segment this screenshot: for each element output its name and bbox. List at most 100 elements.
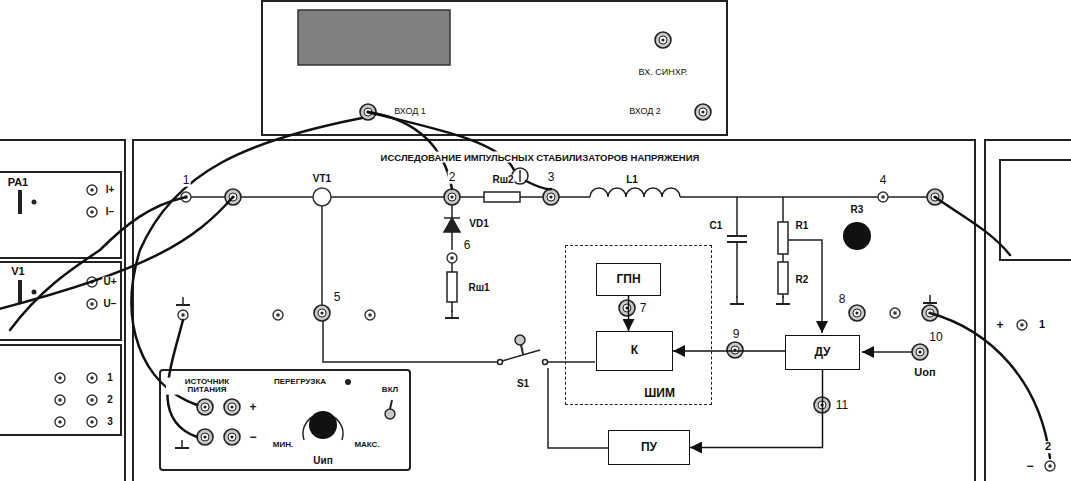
polarity-sign: + <box>248 401 257 414</box>
panel-jacks <box>55 185 97 427</box>
switch-symbol <box>498 360 503 365</box>
capacitor-symbol <box>727 241 747 243</box>
generator-box: ГПН <box>596 263 661 296</box>
part-name: Rш1 <box>467 283 490 294</box>
meter-name: V1 <box>10 266 25 278</box>
power-wires <box>321 206 323 306</box>
transistor-symbol <box>313 188 331 206</box>
oscilloscope <box>298 10 450 65</box>
terminals <box>314 305 330 321</box>
grounds <box>923 295 937 303</box>
part-name: L1 <box>625 175 639 186</box>
part-name: S1 <box>516 379 530 390</box>
resistor-symbol <box>447 272 457 302</box>
left-panels <box>0 172 121 258</box>
cables <box>930 313 1050 458</box>
power-source <box>197 399 213 415</box>
switch-symbol <box>543 360 548 365</box>
panel-jacks <box>87 417 97 427</box>
input-name: ВХ. СИНХР. <box>638 68 689 77</box>
terminals <box>273 310 283 320</box>
input-name: ВХОД 1 <box>393 107 427 116</box>
input-name: ВХОД 2 <box>628 107 662 116</box>
resistor-symbol <box>447 192 788 302</box>
diode-symbol <box>444 218 460 232</box>
pin-number: 3 <box>106 417 114 428</box>
grounds <box>176 297 190 305</box>
pin-name: U+ <box>102 277 117 288</box>
callout-number: 11 <box>835 399 849 412</box>
right-panel <box>1000 160 1071 260</box>
grounds <box>445 310 459 318</box>
power-source <box>224 429 240 445</box>
main-panel <box>133 140 975 481</box>
terminals <box>890 308 900 318</box>
terminals <box>727 342 743 358</box>
control-box: ПУ <box>608 430 690 465</box>
cables <box>0 197 233 310</box>
terminals <box>878 192 888 202</box>
box-text: К <box>631 344 638 357</box>
grounds <box>776 296 790 304</box>
meter-symbol <box>18 280 22 304</box>
callout-number: 5 <box>333 291 342 304</box>
power-source <box>345 379 351 385</box>
terminals <box>178 189 943 413</box>
pin-name: I− <box>105 207 116 218</box>
right-jacks <box>1017 320 1027 330</box>
power-source <box>160 370 410 470</box>
panel-name: ИСТОЧНИК ПИТАНИЯ <box>166 378 248 395</box>
part-name: C1 <box>709 221 724 232</box>
right-jacks <box>1017 320 1055 471</box>
polarity-sign: − <box>248 431 257 444</box>
power-source <box>160 370 410 470</box>
switch-symbol <box>515 335 525 345</box>
cables <box>132 118 362 405</box>
cables <box>0 112 1050 458</box>
power-wires <box>736 197 738 298</box>
terminals <box>849 305 865 321</box>
signal-connector <box>690 370 823 448</box>
right-panel <box>985 140 1071 481</box>
power-source <box>309 411 337 439</box>
panel-jacks <box>87 207 97 217</box>
panel-jacks <box>87 395 97 405</box>
power-wires <box>548 368 608 448</box>
power-source <box>390 400 392 409</box>
box-text: ШИМ <box>644 387 675 400</box>
signal-name: Uоп <box>913 367 936 379</box>
right-jacks <box>1045 461 1055 471</box>
left-panels <box>0 345 121 435</box>
pin-name: I+ <box>105 185 116 196</box>
diode-symbol <box>444 217 460 219</box>
panel-jacks <box>87 299 97 309</box>
pin-number: 1 <box>106 373 114 384</box>
resistor-symbol <box>778 222 788 254</box>
callout-number: 10 <box>928 331 943 344</box>
signal-connector <box>673 350 785 352</box>
potentiometer-knob <box>843 222 871 250</box>
indicator-name: ПЕРЕГРУЗКА <box>273 378 327 386</box>
part-name: VT1 <box>312 174 332 185</box>
grounds <box>176 295 937 318</box>
oscilloscope <box>655 32 671 48</box>
callout-number: 8 <box>838 293 847 306</box>
right-panel <box>985 140 1071 481</box>
part-name: R2 <box>795 275 810 286</box>
terminals <box>619 300 635 316</box>
pin-number: 1 <box>1038 319 1046 331</box>
inductor-symbol <box>590 188 680 197</box>
callout-number: 7 <box>639 302 648 315</box>
power-wires <box>545 361 595 363</box>
probe-symbol <box>519 170 521 182</box>
switch-symbol <box>502 350 540 361</box>
potentiometer-knob <box>843 222 871 250</box>
part-name: R1 <box>795 221 810 232</box>
power-wires <box>862 351 912 353</box>
diode-symbol <box>444 218 460 232</box>
switch-name: ВКЛ <box>381 386 399 394</box>
terminals <box>178 310 188 320</box>
callout-number: 1 <box>182 174 191 187</box>
comparator-box: К <box>596 331 673 371</box>
